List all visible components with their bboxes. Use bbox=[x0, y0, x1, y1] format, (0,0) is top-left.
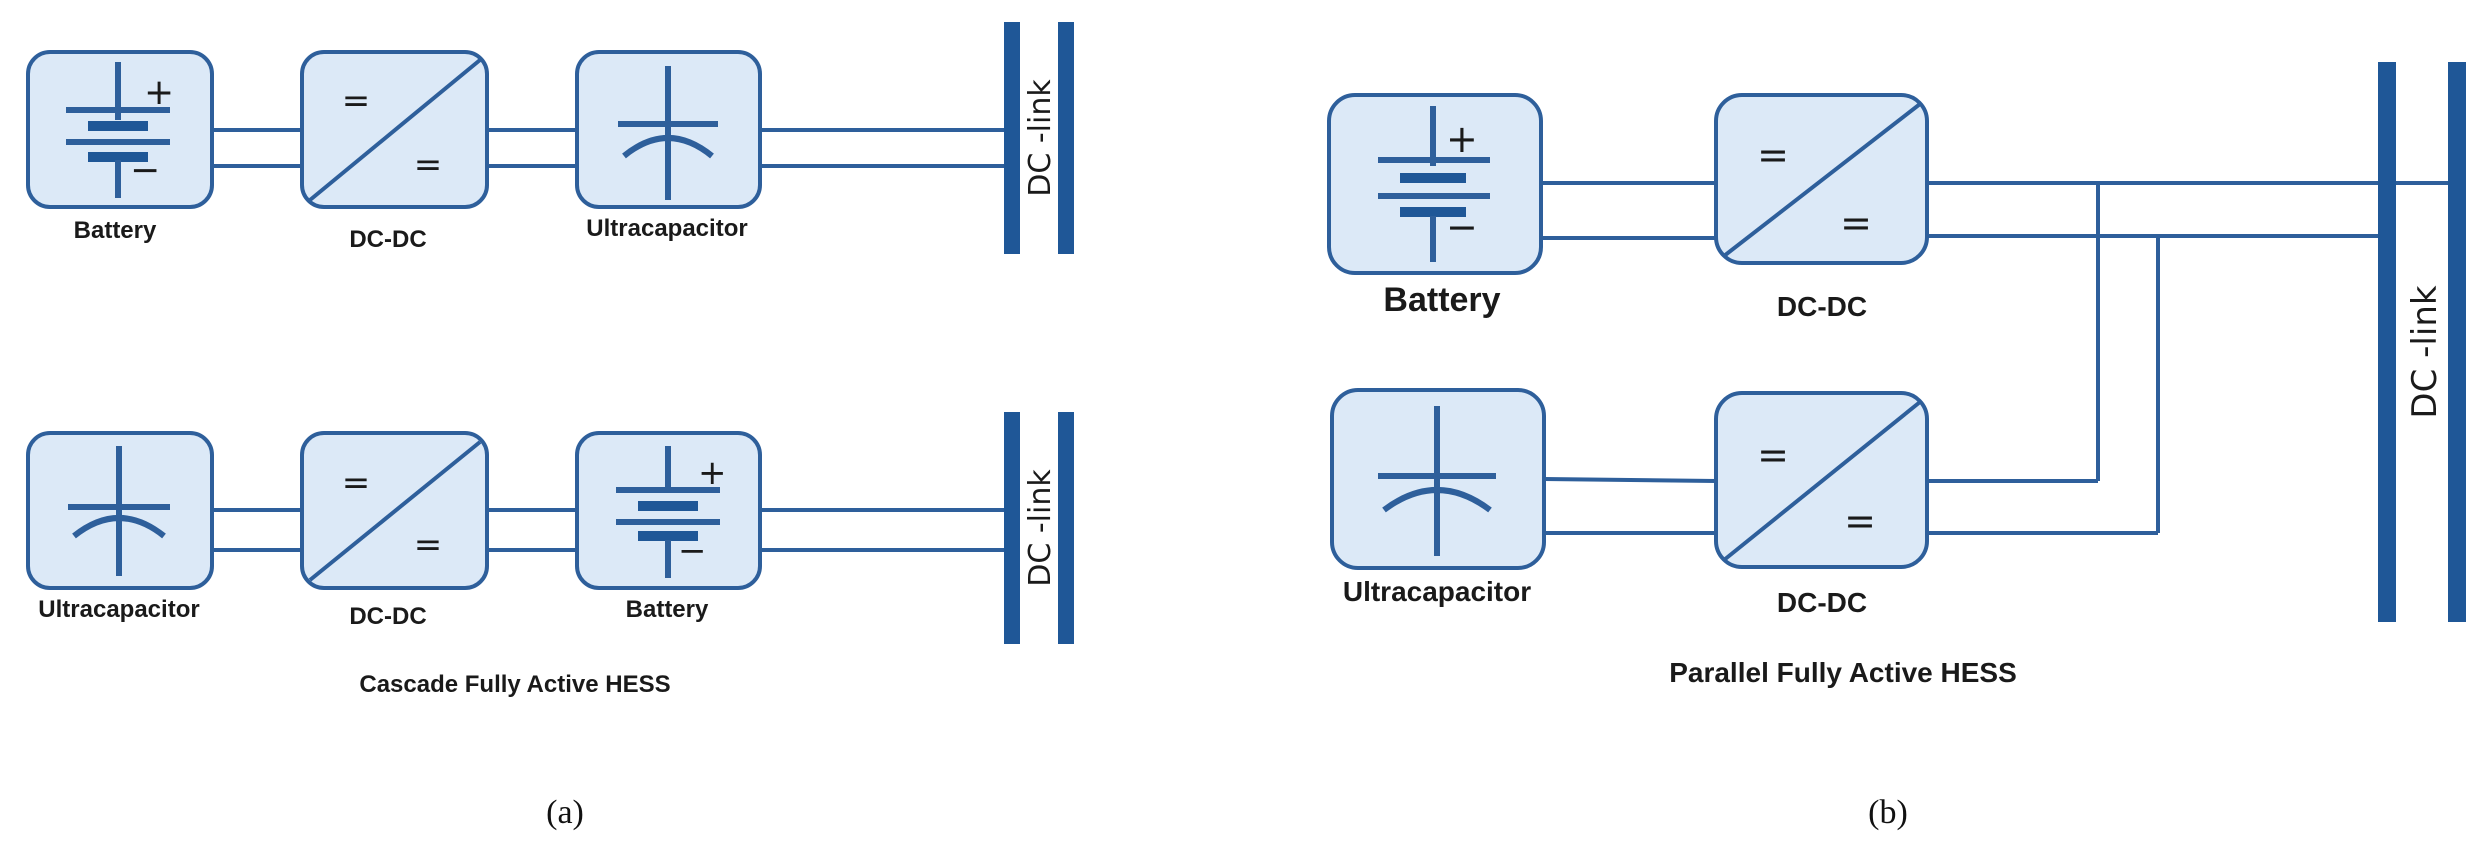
row2-dc-link-bus: DC -link bbox=[1004, 412, 1074, 644]
minus-sign: − bbox=[1446, 205, 1478, 249]
battery-icon: + − bbox=[1378, 106, 1490, 262]
row1-battery-block: + − bbox=[26, 50, 214, 209]
capacitor-icon bbox=[618, 66, 718, 200]
equal-sign: = bbox=[342, 463, 371, 503]
row2-wires bbox=[212, 508, 1006, 552]
row1-wires bbox=[212, 128, 1006, 168]
equal-sign: = bbox=[1757, 133, 1789, 177]
plus-sign: + bbox=[698, 453, 727, 493]
row2-middle-label: DC-DC bbox=[349, 603, 426, 630]
row1-ultracapacitor-block bbox=[575, 50, 762, 209]
converter-diagonal-icon bbox=[1722, 400, 1922, 562]
panel-b-caption: Parallel Fully Active HESS bbox=[1669, 657, 2017, 688]
panel-a-label: (a) bbox=[546, 794, 584, 831]
row2-dcdc-block: = = bbox=[300, 431, 489, 590]
row2-bus-label: DC -link bbox=[1023, 469, 1058, 587]
panel-b-top-dcdc-block: = = bbox=[1714, 93, 1929, 265]
row1-right-label: Ultracapacitor bbox=[586, 215, 747, 242]
converter-diagonal-icon bbox=[1722, 102, 1922, 258]
equal-sign: = bbox=[1840, 201, 1872, 245]
row1-dcdc-block: = = bbox=[300, 50, 489, 209]
row2-right-label: Battery bbox=[626, 596, 709, 623]
panel-b-bottom-dcdc-block: = = bbox=[1714, 391, 1929, 569]
row1-middle-label: DC-DC bbox=[349, 226, 426, 253]
row2-left-label: Ultracapacitor bbox=[38, 596, 199, 623]
minus-sign: − bbox=[130, 150, 160, 191]
panel-b-battery-block: + − bbox=[1327, 93, 1543, 275]
equal-sign: = bbox=[342, 81, 371, 121]
panel-b-ultracapacitor-label: Ultracapacitor bbox=[1343, 576, 1531, 607]
panel-b: + − Battery = = DC-DC Ultracapacitor bbox=[1327, 62, 2466, 831]
row1-bus-label: DC -link bbox=[1023, 79, 1058, 197]
plus-sign: + bbox=[1446, 117, 1478, 161]
equal-sign: = bbox=[1757, 433, 1789, 477]
equal-sign: = bbox=[1844, 499, 1876, 543]
panel-a-caption: Cascade Fully Active HESS bbox=[359, 671, 670, 698]
battery-icon: + − bbox=[616, 446, 727, 578]
panel-b-bus-label: DC -link bbox=[2405, 285, 2445, 418]
row2-ultracapacitor-block bbox=[26, 431, 214, 590]
minus-sign: − bbox=[678, 531, 707, 571]
converter-diagonal-icon bbox=[308, 440, 482, 582]
panel-a: + − Battery = = DC-DC Ultracapacitor bbox=[26, 22, 1074, 831]
row2-battery-block: + − bbox=[575, 431, 762, 590]
row1-left-label: Battery bbox=[74, 217, 157, 244]
panel-b-battery-label: Battery bbox=[1383, 281, 1500, 319]
panel-b-bottom-dcdc-label: DC-DC bbox=[1777, 587, 1867, 618]
row1-dc-link-bus: DC -link bbox=[1004, 22, 1074, 254]
panel-b-top-dcdc-label: DC-DC bbox=[1777, 291, 1867, 322]
equal-sign: = bbox=[414, 145, 443, 185]
panel-b-label: (b) bbox=[1868, 794, 1908, 831]
equal-sign: = bbox=[414, 525, 443, 565]
panel-b-wires bbox=[1541, 181, 2450, 535]
capacitor-icon bbox=[68, 446, 170, 576]
converter-diagonal-icon bbox=[308, 58, 482, 202]
panel-b-ultracapacitor-block bbox=[1330, 388, 1546, 570]
battery-icon: + − bbox=[66, 62, 174, 198]
plus-sign: + bbox=[144, 72, 174, 113]
capacitor-icon bbox=[1378, 406, 1496, 556]
panel-b-dc-link-bus: DC -link bbox=[2378, 62, 2466, 622]
